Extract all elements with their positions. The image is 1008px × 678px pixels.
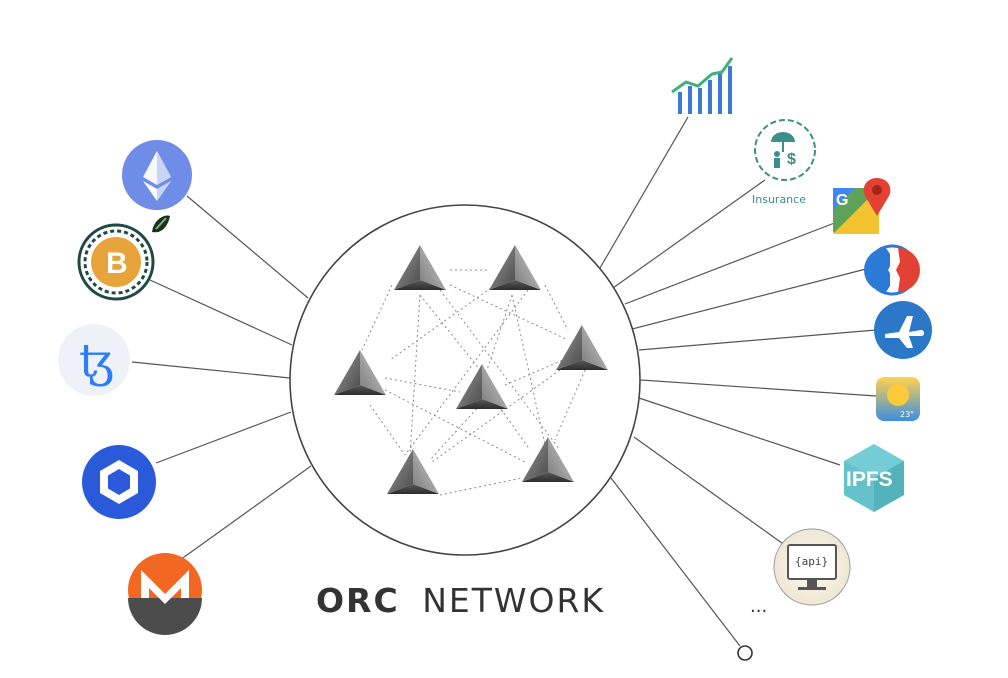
connector-bitcoin: [149, 279, 293, 346]
network-circle: [289, 204, 641, 556]
insurance-icon: $ Insurance: [752, 119, 816, 206]
network-nodes: [334, 245, 608, 494]
connector-sports: [631, 268, 867, 330]
svg-text:$: $: [787, 151, 796, 168]
connector-monero: [179, 465, 312, 561]
monero-icon: [128, 553, 202, 635]
connector-chainlink: [155, 411, 292, 464]
tezos-glyph: ꜩ: [79, 333, 114, 387]
chainlink-icon: [82, 445, 156, 519]
pyramid-node-icon: [522, 437, 574, 482]
more-indicator: ...: [750, 596, 767, 617]
ipfs-label: IPFS: [846, 468, 893, 491]
connector-ipfs: [638, 397, 841, 466]
bitcoin-icon: B: [77, 215, 170, 301]
connector-ethereum: [186, 195, 309, 299]
airplane-icon: [874, 301, 932, 359]
pyramid-node-icon: [456, 364, 508, 409]
pyramid-node-icon: [394, 245, 446, 290]
tezos-icon: ꜩ: [58, 324, 130, 396]
pyramid-node-icon: [556, 325, 608, 370]
api-label: {api}: [795, 555, 828, 568]
node-mesh-links: [361, 269, 586, 496]
svg-text:B: B: [106, 247, 128, 280]
weather-temp: 23°: [900, 410, 914, 419]
bar-chart-icon: [671, 57, 734, 114]
connector-lines: [131, 116, 877, 647]
google-maps-icon: G: [833, 178, 891, 234]
connector-tezos: [131, 361, 291, 379]
diagram-title: ORC NETWORK: [316, 581, 605, 620]
pyramid-node-icon: [387, 449, 439, 494]
connector-insurance: [612, 179, 766, 289]
connector-flights: [638, 329, 877, 351]
connector-weather: [640, 379, 877, 397]
ethereum-icon: [122, 140, 192, 210]
more-endpoint-circle: [737, 645, 753, 661]
connector-chart: [599, 116, 689, 269]
sports-icon: [864, 244, 920, 296]
pyramid-node-icon: [334, 350, 386, 395]
weather-icon: 23°: [876, 377, 920, 421]
pyramid-node-icon: [489, 245, 541, 290]
connector-maps: [624, 221, 838, 305]
insurance-label: Insurance: [752, 193, 806, 206]
connector-api: [633, 436, 787, 547]
google-maps-letter: G: [836, 192, 848, 209]
title-rest: NETWORK: [422, 581, 605, 620]
ipfs-icon: IPFS: [844, 444, 904, 512]
api-monitor-icon: {api}: [773, 528, 851, 606]
connector-more: [610, 477, 741, 647]
title-bold: ORC: [316, 581, 400, 620]
